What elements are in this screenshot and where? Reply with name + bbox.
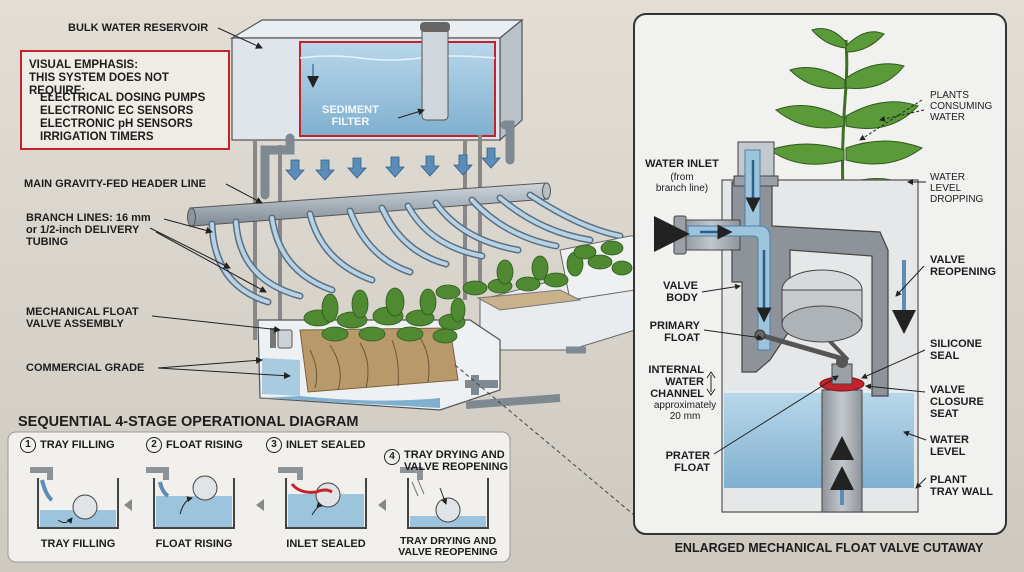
header-line	[187, 182, 551, 227]
visual-emphasis-box: VISUAL EMPHASIS: THIS SYSTEM DOES NOT RE…	[20, 50, 230, 150]
stage-3-number: 3	[266, 437, 282, 453]
zoom-link-line	[454, 364, 641, 521]
label-plant-tray-wall: PLANT TRAY WALL	[930, 474, 993, 498]
label-branch-lines: BRANCH LINES: 16 mm or 1/2-inch DELIVERY…	[26, 212, 151, 248]
stage-1-illustration	[30, 467, 119, 529]
tray-water	[724, 392, 914, 488]
leader-lines-cutaway	[701, 99, 927, 489]
stage-1-caption: TRAY FILLING	[40, 538, 116, 550]
stage-3-illustration	[278, 467, 367, 529]
label-silicone-seal: SILICONE SEAL	[930, 338, 982, 362]
emphasis-item: ELECTRICAL DOSING PUMPS	[40, 92, 206, 104]
primary-float	[754, 269, 863, 362]
sequence-panel	[7, 431, 511, 563]
stage-2-label: 2 FLOAT RISING	[146, 437, 243, 453]
reservoir-outlets	[260, 120, 515, 200]
stage-4-text: TRAY DRYING AND VALVE REOPENING	[404, 449, 509, 473]
stage-1-text: TRAY FILLING	[40, 438, 115, 451]
branch-tubes	[208, 191, 624, 306]
cutaway-panel	[633, 13, 1007, 535]
flow-down-arrows	[285, 147, 501, 181]
tray-plants	[303, 240, 633, 344]
label-valve-body: VALVE BODY	[662, 280, 698, 304]
emphasis-item: IRRIGATION TIMERS	[40, 131, 154, 143]
emphasis-subtitle: THIS SYSTEM DOES NOT REQUIRE:	[29, 72, 169, 97]
label-header-line: MAIN GRAVITY-FED HEADER LINE	[24, 178, 206, 190]
stage-chevron-2	[256, 499, 264, 511]
stage-4-number: 4	[384, 449, 400, 465]
label-channel-note: approximately 20 mm	[653, 400, 717, 422]
label-water-inlet-note: (from branch line)	[655, 172, 709, 194]
label-water-level-dropping: WATER LEVEL DROPPING	[930, 172, 984, 205]
label-primary-float: PRIMARY FLOAT	[649, 320, 700, 344]
label-bulk-reservoir: BULK WATER RESERVOIR	[68, 22, 209, 34]
label-water-inlet: WATER INLET	[645, 158, 719, 170]
stage-3-text: INLET SEALED	[286, 438, 366, 451]
emphasis-item: ELECTRONIC pH SENSORS	[40, 118, 193, 130]
stage-4-illustration	[400, 467, 489, 529]
label-valve-reopening: VALVE REOPENING	[930, 254, 997, 278]
sequence-title: SEQUENTIAL 4-STAGE OPERATIONAL DIAGRAM	[18, 414, 359, 430]
stage-1-number: 1	[20, 437, 36, 453]
label-sediment-filter: SEDIMENT FILTER	[322, 104, 379, 128]
stage-2-text: FLOAT RISING	[166, 438, 243, 451]
emphasis-item: ELECTRONIC EC SENSORS	[40, 105, 194, 117]
cutaway-title: ENLARGED MECHANICAL FLOAT VALVE CUTAWAY	[674, 541, 984, 555]
label-prater-float: PRATER FLOAT	[665, 450, 710, 474]
stage-2-caption: FLOAT RISING	[155, 538, 233, 550]
label-internal-channel: INTERNAL WATER CHANNEL	[648, 364, 704, 400]
stage-3-caption: INLET SEALED	[286, 538, 366, 550]
leader-lines-left	[149, 27, 425, 380]
bulk-water-reservoir	[229, 18, 524, 142]
stage-1-label: 1 TRAY FILLING	[20, 437, 115, 453]
stage-3-label: 3 INLET SEALED	[266, 437, 365, 453]
label-float-valve-assembly: MECHANICAL FLOAT VALVE ASSEMBLY	[26, 306, 139, 330]
emphasis-title-text: VISUAL EMPHASIS:	[29, 59, 139, 71]
stage-2-number: 2	[146, 437, 162, 453]
stage-chevron-1	[124, 499, 132, 511]
emphasis-title: VISUAL EMPHASIS: THIS SYSTEM DOES NOT RE…	[29, 59, 228, 98]
stage-4-caption: TRAY DRYING AND VALVE REOPENING	[398, 535, 498, 558]
stage-2-illustration	[146, 467, 235, 529]
label-valve-closure-seat: VALVE CLOSURE SEAT	[930, 384, 984, 420]
label-commercial-grade: COMMERCIAL GRADE	[26, 362, 145, 374]
label-plants-consuming: PLANTS CONSUMING WATER	[930, 90, 993, 123]
stage-chevron-3	[378, 499, 386, 511]
label-water-level: WATER LEVEL	[930, 434, 969, 458]
